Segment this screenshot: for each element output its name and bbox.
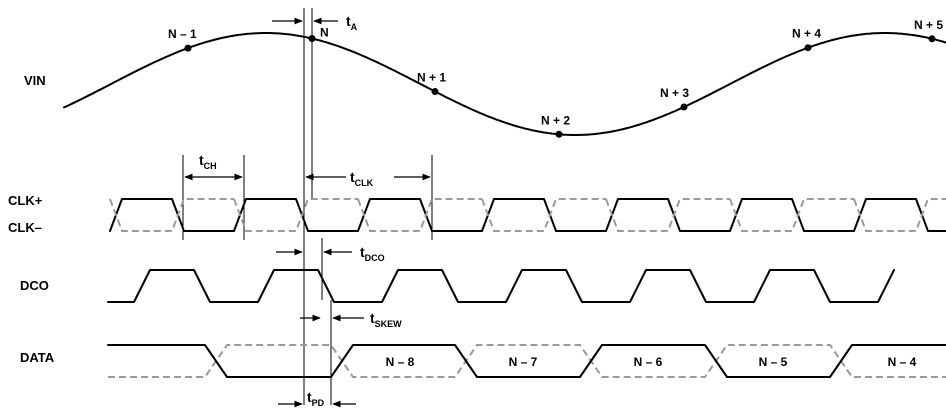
data-word-label: N – 7 [509, 355, 538, 369]
clk-neg-label: CLK– [8, 220, 42, 235]
dco-waveform [107, 269, 895, 303]
data-word-label: N – 8 [386, 355, 415, 369]
sample-point [680, 103, 688, 111]
data-word-label: N – 4 [888, 355, 917, 369]
t-pd-label: tPD [307, 389, 325, 408]
data-label: DATA [20, 350, 55, 365]
t-dco-label: tDCO [360, 244, 385, 263]
vin-label: VIN [24, 73, 46, 88]
sample-label: N + 3 [660, 86, 689, 100]
t-clk-label: tCLK [350, 169, 374, 188]
t-skew-label: tSKEW [370, 310, 402, 329]
sample-points: N – 1 N N + 1 N + 2 N + 3 N + 4 N + 5 [168, 18, 943, 138]
sample-label: N + 1 [417, 70, 446, 84]
data-word-label: N – 5 [759, 355, 788, 369]
data-word-label: N – 6 [634, 355, 663, 369]
sample-point [928, 35, 936, 43]
sample-label: N [320, 26, 329, 40]
clk-pos-label: CLK+ [8, 193, 43, 208]
sample-label: N + 2 [541, 113, 570, 127]
sample-label: N – 1 [168, 27, 197, 41]
sample-point [555, 130, 563, 138]
sample-label: N + 5 [914, 18, 943, 32]
clk-pos-waveform [109, 198, 946, 232]
data-waveform [107, 344, 946, 378]
dco-label: DCO [20, 278, 49, 293]
sample-point [431, 88, 439, 95]
sample-point [184, 44, 192, 52]
vin-waveform [63, 32, 946, 136]
data-word-labels: N – 8 N – 7 N – 6 N – 5 N – 4 [386, 355, 917, 369]
t-ch-label: tCH [199, 152, 217, 171]
t-a-label: tA [346, 13, 358, 32]
sample-label: N + 4 [792, 27, 821, 41]
sample-point [804, 44, 812, 52]
